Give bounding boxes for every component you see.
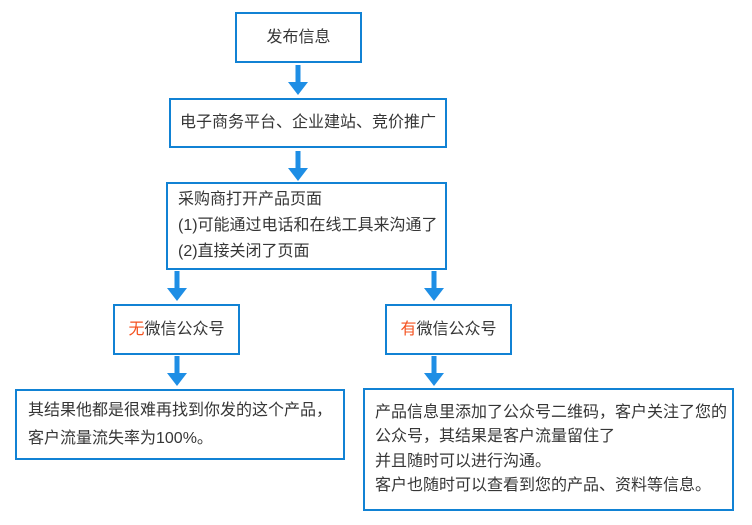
flow-node-result-traffic-kept: 产品信息里添加了公众号二维码，客户关注了您的 公众号，其结果是客户流量留住了 并… (363, 388, 734, 511)
flow-line: 其结果他都是很难再找到你发的这个产品， (28, 401, 333, 419)
flow-node-no-wechat-text: 微信公众号 (144, 320, 225, 338)
flow-node-has-wechat-label: 有微信公众号 (400, 317, 496, 343)
flow-node-channels-label: 电子商务平台、企业建站、竞价推广 (179, 114, 436, 131)
flow-node-has-wechat: 有微信公众号 (385, 304, 512, 355)
down-arrow-icon (288, 65, 308, 95)
highlight-char-none: 无 (128, 320, 145, 338)
down-arrow-icon (167, 271, 187, 301)
flow-node-publish-info: 发布信息 (235, 12, 362, 63)
flow-node-has-wechat-text: 微信公众号 (416, 320, 497, 338)
highlight-char-has: 有 (400, 320, 417, 338)
down-arrow-icon (424, 356, 444, 386)
down-arrow-icon (424, 271, 444, 301)
flow-line: 采购商打开产品页面 (178, 191, 323, 208)
down-arrow-icon (288, 151, 308, 181)
flow-node-channels: 电子商务平台、企业建站、竞价推广 (169, 98, 447, 148)
flow-node-publish-info-label: 发布信息 (266, 28, 331, 46)
down-arrow-icon (167, 356, 187, 386)
flow-node-result-traffic-lost: 其结果他都是很难再找到你发的这个产品， 客户流量流失率为100%。 (15, 389, 345, 460)
flow-line: 客户也随时可以查看到您的产品、资料等信息。 (375, 477, 712, 494)
flow-line: (2)直接关闭了页面 (178, 243, 310, 260)
flow-line: 并且随时可以进行沟通。 (375, 452, 552, 470)
flow-node-no-wechat: 无微信公众号 (113, 304, 240, 355)
flow-line: (1)可能通过电话和在线工具来沟通了 (178, 217, 438, 234)
flow-line: 客户流量流失率为100%。 (28, 429, 213, 447)
flow-node-no-wechat-label: 无微信公众号 (128, 317, 224, 343)
flow-line: 产品信息里添加了公众号二维码，客户关注了您的 (375, 403, 728, 421)
flow-line: 公众号，其结果是客户流量留住了 (375, 428, 616, 445)
flow-node-buyer-opens-page: 采购商打开产品页面 (1)可能通过电话和在线工具来沟通了 (2)直接关闭了页面 (166, 182, 447, 270)
